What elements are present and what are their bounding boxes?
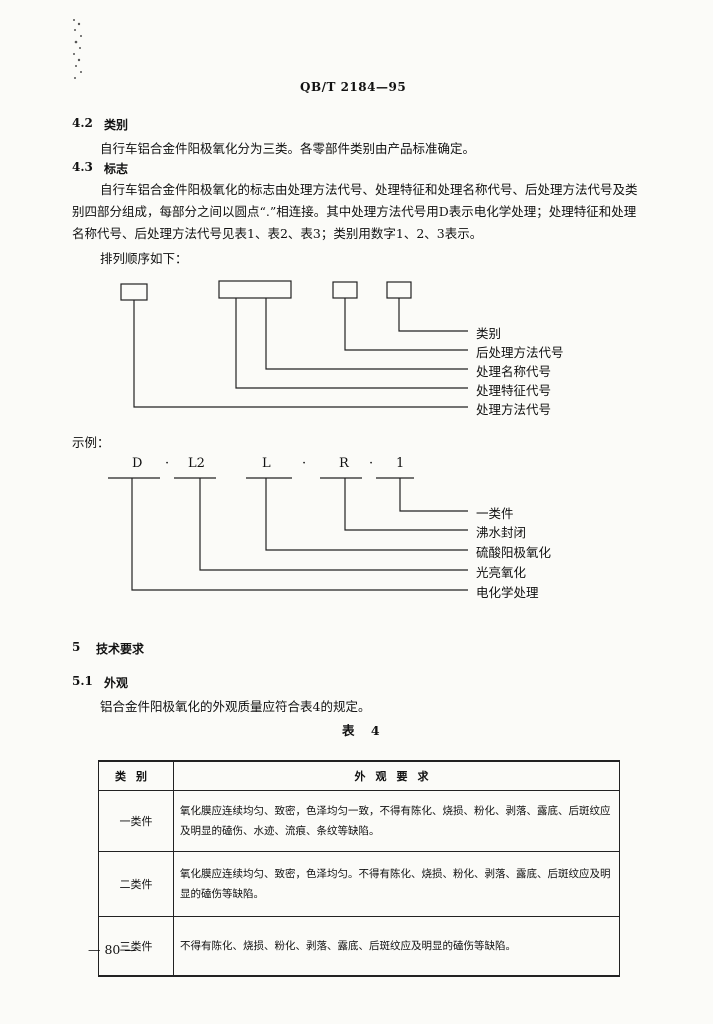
- row-category: 二类件: [98, 851, 174, 917]
- section-5-1-title: 外观: [104, 676, 129, 690]
- example-title: 示例：: [72, 435, 110, 450]
- table-4-caption: 表 4: [342, 723, 386, 738]
- diagram-label-treatment-feature: 处理特征代号: [476, 383, 552, 398]
- example-label-class1: 一类件: [476, 506, 514, 521]
- example-dot-3: ·: [369, 456, 374, 471]
- section-5-number: 5: [72, 640, 81, 654]
- row-requirement: 氧化膜应连续均匀、致密，色泽均匀。不得有陈化、烧损、粉化、剥落、露底、后斑纹应及…: [173, 851, 620, 917]
- example-code-l: L: [262, 456, 271, 471]
- example-code-1: 1: [396, 456, 405, 471]
- example-code-r: R: [339, 456, 349, 471]
- standard-code-header: QB/T 2184—95: [300, 80, 407, 94]
- diagram-label-category: 类别: [476, 326, 502, 341]
- section-4-2-title: 类别: [104, 118, 129, 132]
- table-row: 三类件 不得有陈化、烧损、粉化、剥落、露底、后斑纹应及明显的磕伤等缺陷。: [98, 916, 620, 977]
- arrangement-intro: 排列顺序如下：: [100, 251, 188, 266]
- binding-specks-graphic: [73, 19, 82, 79]
- row-category: 一类件: [98, 790, 174, 852]
- page-number: — 80 —: [88, 942, 137, 957]
- header-category: 类别: [98, 760, 174, 791]
- section-4-2-text: 自行车铝合金件阳极氧化分为三类。各零部件类别由产品标准确定。: [100, 141, 476, 156]
- row-category: 三类件: [98, 916, 174, 977]
- table-row: 一类件 氧化膜应连续均匀、致密，色泽均匀一致，不得有陈化、烧损、粉化、剥落、露底…: [98, 790, 620, 852]
- table-header-row: 类别 外观要求: [98, 760, 620, 791]
- section-5-1-number: 5.1: [72, 674, 93, 688]
- diagram-label-treatment-method: 处理方法代号: [476, 402, 552, 417]
- example-code-d: D: [132, 456, 143, 471]
- example-label-bright-oxidation: 光亮氧化: [476, 565, 527, 580]
- section-5-title: 技术要求: [96, 642, 145, 656]
- diagram-label-treatment-name: 处理名称代号: [476, 364, 552, 379]
- section-4-2-number: 4.2: [72, 116, 93, 130]
- table-row: 二类件 氧化膜应连续均匀、致密，色泽均匀。不得有陈化、烧损、粉化、剥落、露底、后…: [98, 851, 620, 917]
- section-4-3-title: 标志: [104, 162, 129, 176]
- example-dot-1: ·: [165, 456, 170, 471]
- example-label-boiling-seal: 沸水封闭: [476, 525, 527, 540]
- section-5-1-text: 铝合金件阳极氧化的外观质量应符合表4的规定。: [100, 699, 371, 714]
- diagram-label-post-treatment: 后处理方法代号: [476, 345, 564, 360]
- example-diagram-lines: [108, 477, 468, 591]
- header-appearance-requirement: 外观要求: [173, 760, 620, 791]
- margin-binding-marks: [70, 14, 86, 84]
- arrangement-diagram-lines: [120, 280, 468, 408]
- section-4-3-paragraph: 自行车铝合金件阳极氧化的标志由处理方法代号、处理特征和处理名称代号、后处理方法代…: [72, 182, 638, 241]
- table-4: 类别 外观要求 一类件 氧化膜应连续均匀、致密，色泽均匀一致，不得有陈化、烧损、…: [98, 760, 620, 977]
- example-label-sulfuric-anodize: 硫酸阳极氧化: [476, 545, 552, 560]
- row-requirement: 不得有陈化、烧损、粉化、剥落、露底、后斑纹应及明显的磕伤等缺陷。: [173, 916, 620, 977]
- example-code-l2: L2: [188, 456, 205, 471]
- row-requirement: 氧化膜应连续均匀、致密，色泽均匀一致，不得有陈化、烧损、粉化、剥落、露底、后斑纹…: [173, 790, 620, 852]
- section-4-3-number: 4.3: [72, 160, 93, 174]
- example-label-electrochemical: 电化学处理: [476, 585, 539, 600]
- example-dot-2: ·: [302, 456, 307, 471]
